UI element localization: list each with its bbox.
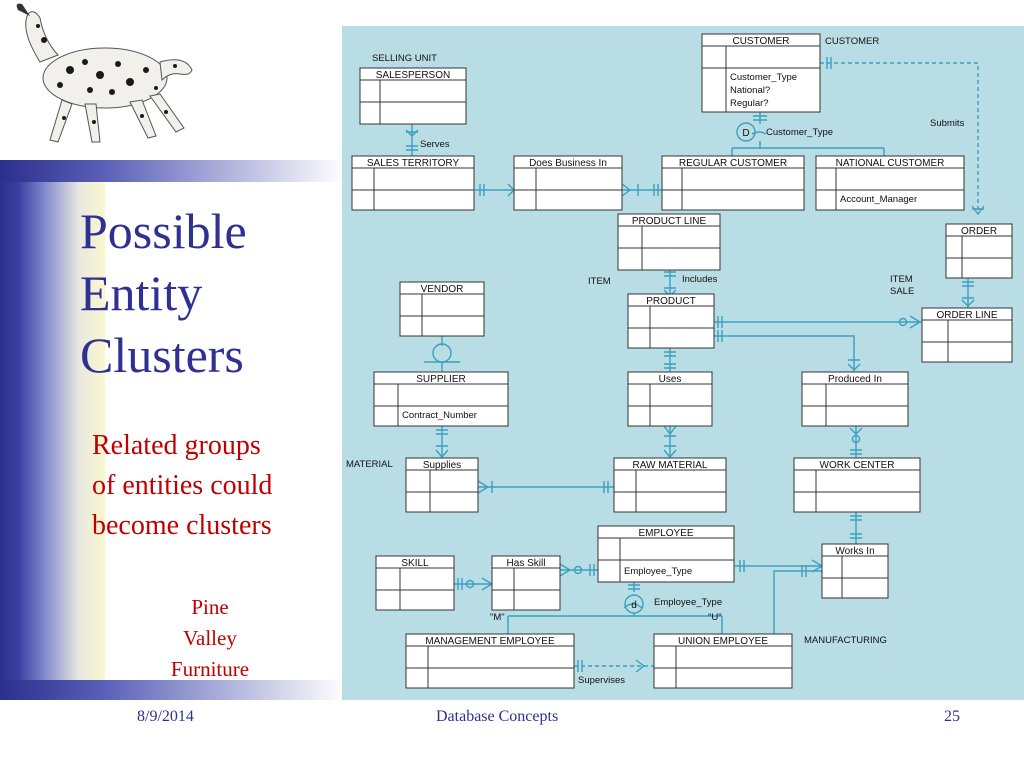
entity-name: EMPLOYEE: [638, 528, 693, 539]
title-line: Possible: [80, 203, 247, 259]
entity-name: RAW MATERIAL: [632, 460, 707, 471]
entity-order-line: ORDER LINE: [921, 307, 1013, 363]
label-subtype-m: "M": [490, 612, 505, 623]
entity-product: PRODUCT: [627, 293, 715, 349]
dalmatian-dog-image: [16, 3, 193, 143]
label-employee-type: Employee_Type: [654, 597, 722, 608]
label-submits: Submits: [930, 118, 965, 129]
entity-attribute: National?: [730, 85, 770, 96]
entity-name: NATIONAL CUSTOMER: [836, 158, 945, 169]
entity-name: REGULAR CUSTOMER: [679, 158, 787, 169]
entity-name: Works In: [835, 546, 874, 557]
relationship-lines: [405, 57, 985, 673]
footer-date: 8/9/2014: [137, 708, 194, 725]
entity-attribute: Account_Manager: [840, 194, 917, 205]
slide-title: Possible Entity Clusters: [80, 200, 340, 386]
slide-subtitle: Related groups of entities could become …: [92, 426, 322, 546]
entity-name: ORDER: [961, 226, 997, 237]
label-supervises: Supervises: [578, 675, 625, 686]
entity-name: Does Business In: [529, 158, 607, 169]
entity-name: SALESPERSON: [376, 70, 450, 81]
entity-name: PRODUCT LINE: [632, 216, 707, 227]
entity-name: VENDOR: [421, 284, 464, 295]
entity-raw-material: RAW MATERIAL: [613, 457, 727, 513]
cluster-label-customer: CUSTOMER: [825, 36, 879, 47]
cluster-label-item-sale: SALE: [890, 286, 914, 297]
label-serves: Serves: [420, 139, 450, 150]
entity-attribute: Contract_Number: [402, 410, 477, 421]
entity-regular-customer: REGULAR CUSTOMER: [661, 155, 805, 211]
entity-order: ORDER: [945, 223, 1013, 279]
company-name: Pine Valley Furniture: [160, 592, 260, 685]
cluster-label-material: MATERIAL: [346, 459, 393, 470]
entity-name: PRODUCT: [646, 296, 695, 307]
entity-name: Supplies: [423, 460, 461, 471]
subtitle-line: Related groups: [92, 430, 261, 461]
label-includes: Includes: [682, 274, 718, 285]
entity-attribute: Customer_Type: [730, 72, 797, 83]
entity-name: SALES TERRITORY: [367, 158, 460, 169]
sidebar-gradient: [0, 160, 105, 700]
entity-name: Has Skill: [507, 558, 546, 569]
cluster-label-item-sale: ITEM: [890, 274, 913, 285]
footer-page-number: 25: [944, 708, 960, 725]
entity-name: SUPPLIER: [416, 374, 465, 385]
entity-management-employee: MANAGEMENT EMPLOYEE: [405, 633, 575, 689]
entity-does-business-in: Does Business In: [513, 155, 623, 211]
entity-salesperson: SALESPERSON: [359, 67, 467, 125]
entity-sales-territory: SALES TERRITORY: [351, 155, 475, 211]
label-customer-type: Customer_Type: [766, 127, 833, 138]
label-subtype-u: "U": [708, 612, 722, 623]
entity-product-line: PRODUCT LINE: [617, 213, 721, 271]
subtype-disjoint-symbol: d: [631, 600, 637, 611]
footer-title: Database Concepts: [436, 708, 559, 725]
entity-supplier: SUPPLIER Contract_Number: [373, 371, 509, 427]
company-line: Furniture: [170, 657, 250, 681]
cluster-label-item: ITEM: [588, 276, 611, 287]
entity-name: CUSTOMER: [732, 36, 789, 47]
entity-name: MANAGEMENT EMPLOYEE: [425, 636, 555, 647]
entity-vendor: VENDOR: [399, 281, 485, 337]
entity-name: Produced In: [828, 374, 882, 385]
entity-name: UNION EMPLOYEE: [678, 636, 768, 647]
title-line: Entity: [80, 265, 203, 321]
cluster-label-selling-unit: SELLING UNIT: [372, 53, 437, 64]
company-line: Valley: [183, 626, 237, 650]
entity-employee: EMPLOYEE Employee_Type: [597, 525, 735, 583]
entity-attribute: Employee_Type: [624, 566, 692, 577]
entity-name: ORDER LINE: [936, 310, 997, 321]
subtitle-line: of entities could: [92, 470, 273, 501]
top-accent-bar: [0, 160, 345, 182]
entity-union-employee: UNION EMPLOYEE: [653, 633, 793, 689]
diagram-background: [342, 26, 1024, 700]
subtitle-line: become clusters: [92, 510, 272, 541]
entity-work-center: WORK CENTER: [793, 457, 921, 513]
cluster-label-manufacturing: MANUFACTURING: [804, 635, 887, 646]
entity-uses: Uses: [627, 371, 713, 427]
entity-has-skill: Has Skill: [491, 555, 561, 611]
bottom-accent-bar: [0, 680, 345, 700]
entity-customer: CUSTOMER Customer_Type National? Regular…: [701, 33, 821, 113]
entity-name: SKILL: [401, 558, 429, 569]
entity-name: Uses: [659, 374, 682, 385]
entity-produced-in: Produced In: [801, 371, 909, 427]
subtype-disjoint-symbol: D: [742, 128, 749, 139]
entity-name: WORK CENTER: [820, 460, 895, 471]
er-diagram: SALESPERSON SALES TERRITORY Does Busines…: [342, 26, 1024, 700]
entity-works-in: Works In: [821, 543, 889, 599]
entity-attribute: Regular?: [730, 98, 769, 109]
company-line: Pine: [191, 595, 229, 619]
entity-supplies: Supplies: [405, 457, 479, 513]
title-line: Clusters: [80, 327, 244, 383]
entity-national-customer: NATIONAL CUSTOMER Account_Manager: [815, 155, 965, 211]
entity-skill: SKILL: [375, 555, 455, 611]
